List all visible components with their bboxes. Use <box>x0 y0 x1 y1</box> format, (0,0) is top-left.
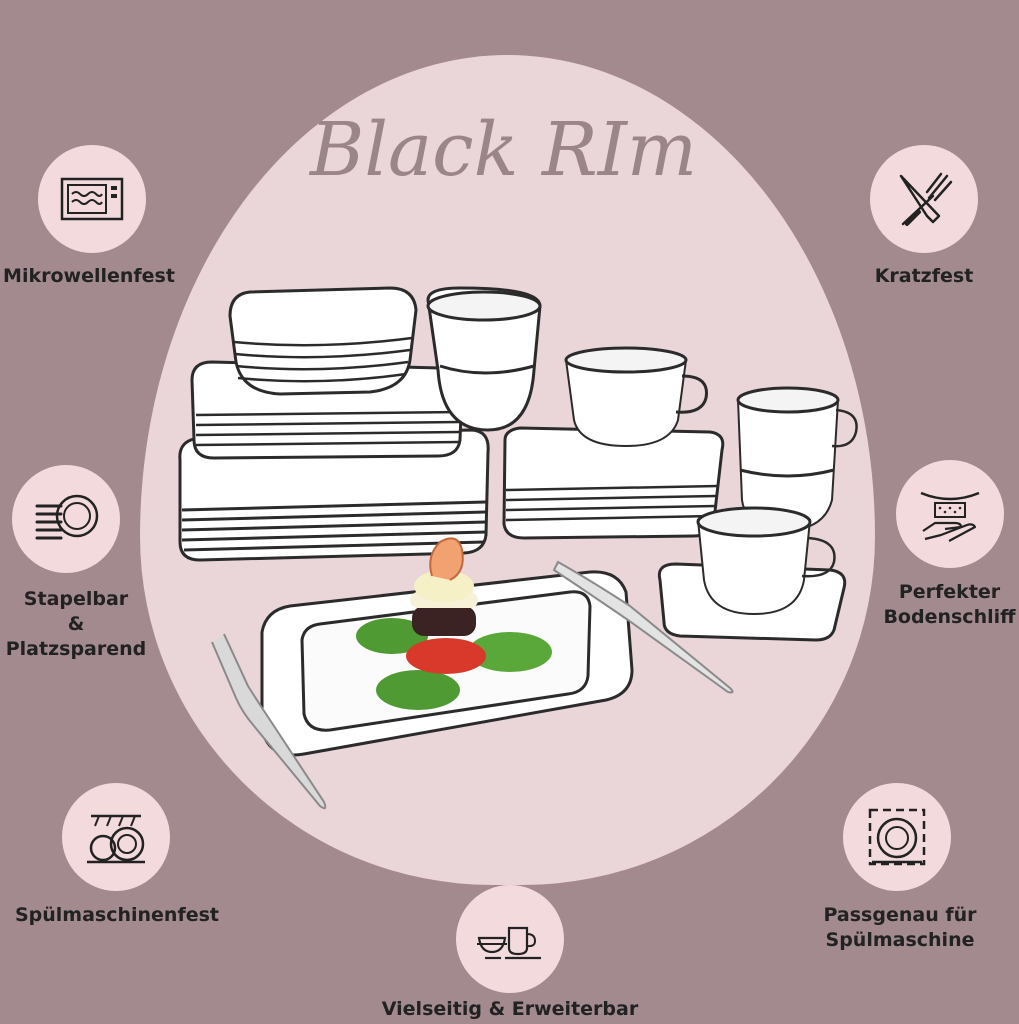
stackable-label-line1: Stapelbar <box>23 588 129 610</box>
microwave-badge <box>38 145 146 253</box>
dishwasher-badge <box>62 783 170 891</box>
cup-stack-right <box>736 386 858 532</box>
cup-center <box>564 346 708 448</box>
dinner-plate-stack <box>178 428 490 562</box>
sanding-icon <box>920 491 980 542</box>
stackable-label-line2: & <box>67 613 85 635</box>
food-garnish <box>356 537 552 710</box>
saucer-stack-center <box>502 426 725 540</box>
versatile-label: Vielseitig & Erweiterbar <box>381 998 639 1020</box>
fork <box>211 633 327 810</box>
fit-label-line1: Passgenau für <box>823 904 977 926</box>
base-label-line1: Perfekter <box>898 581 1001 603</box>
fit-label-line2: Spülmaschine <box>825 929 975 951</box>
stackable-badge <box>12 465 120 573</box>
plate-fit-icon <box>868 808 926 866</box>
product-title-text: Black RIm <box>308 107 697 193</box>
scratch-label: Kratzfest <box>874 265 974 287</box>
dishwasher-label: Spülmaschinenfest <box>14 904 220 926</box>
cup-stack-top <box>426 286 542 432</box>
stacked-plates-icon <box>35 494 99 540</box>
dinnerware-set-illustration <box>178 286 858 810</box>
microwave-icon <box>60 177 124 221</box>
microwave-label: Mikrowellenfest <box>3 265 175 287</box>
cups-bowls-icon <box>477 926 541 960</box>
base-label-line2: Bodenschliff <box>883 606 1016 628</box>
cup-with-saucer <box>657 506 847 642</box>
base-badge <box>896 460 1004 568</box>
knife-fork-icon <box>899 172 953 226</box>
scratch-badge <box>870 145 978 253</box>
fit-label: Passgenau für Spülmaschine <box>800 903 1000 953</box>
versatile-badge <box>456 885 564 993</box>
bowl-stack <box>228 286 418 396</box>
dishwasher-icon <box>87 814 145 864</box>
stackable-label-line3: Platzsparend <box>5 638 147 660</box>
fit-badge <box>843 783 951 891</box>
stackable-label: Stapelbar & Platzsparend <box>0 587 152 662</box>
base-label: Perfekter Bodenschliff <box>880 580 1019 630</box>
knife <box>552 560 734 694</box>
product-title: Black RIm <box>308 107 697 193</box>
